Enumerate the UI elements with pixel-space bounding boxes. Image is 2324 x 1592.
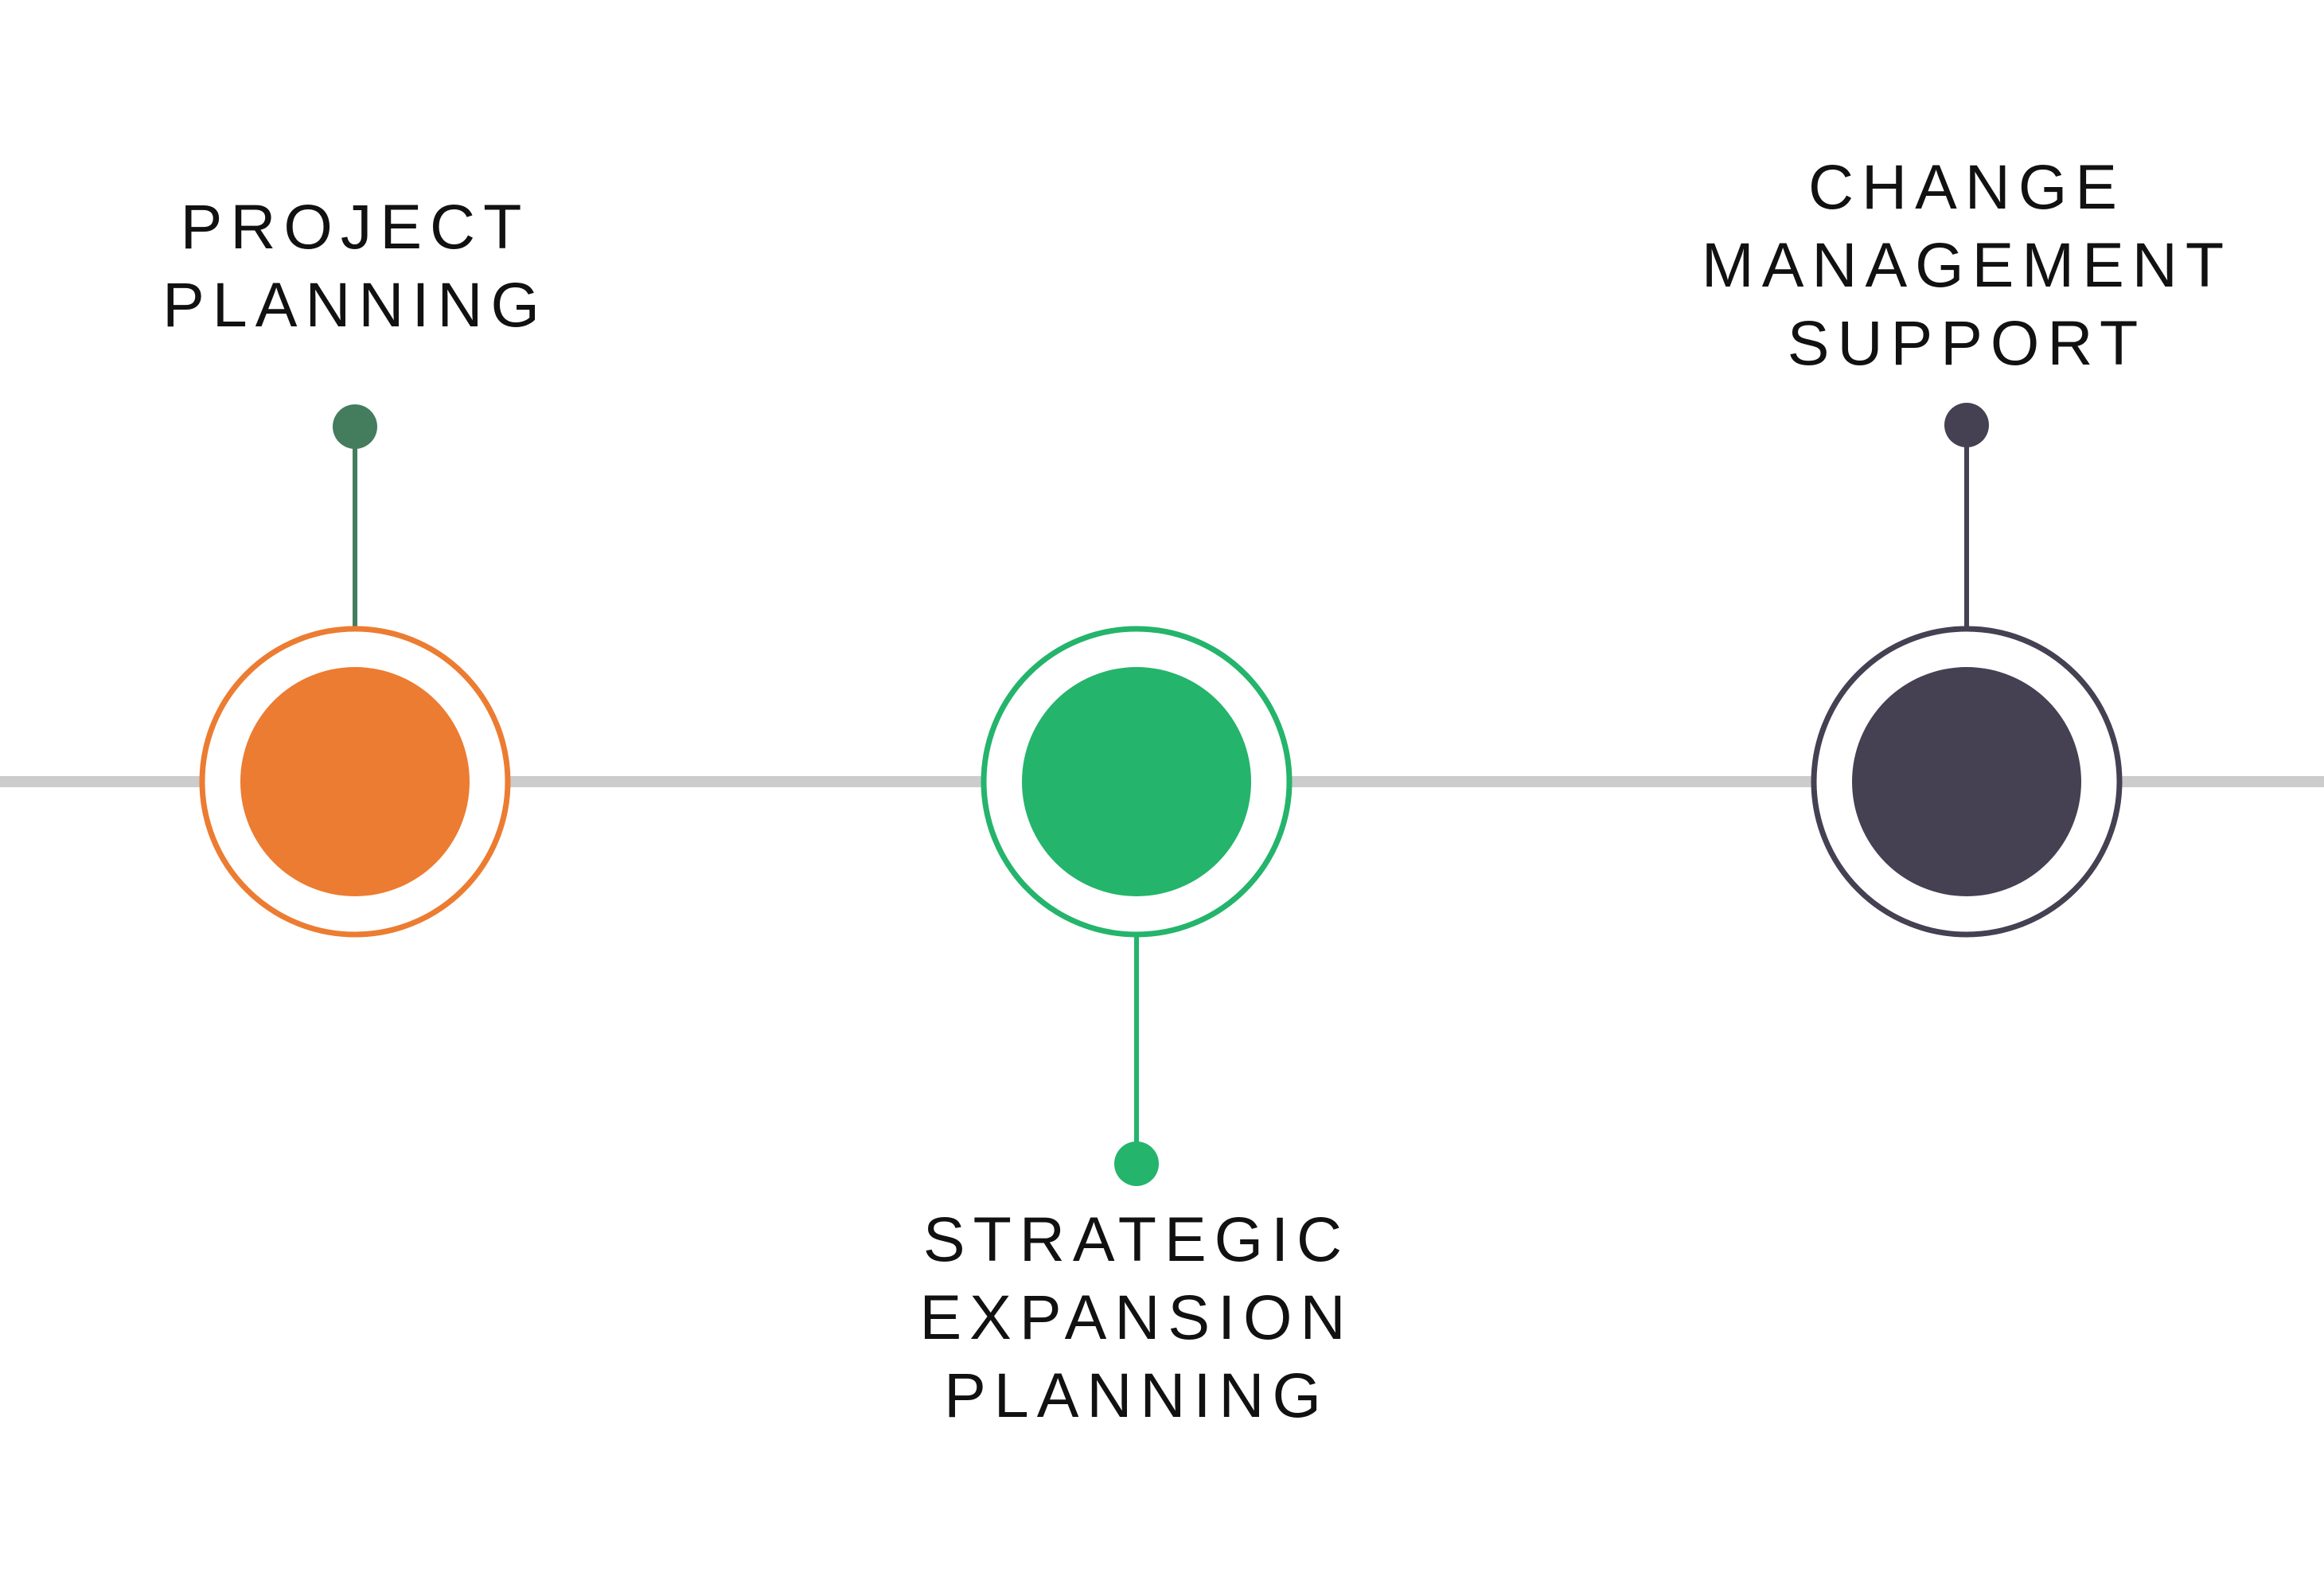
milestone-1-label-line-2: PLANNING bbox=[162, 269, 548, 340]
milestone-2-label-line-2: EXPANSION bbox=[919, 1282, 1354, 1352]
milestone-2-label-line-3: PLANNING bbox=[944, 1360, 1329, 1430]
milestone-strategic-expansion-planning bbox=[981, 626, 1293, 1186]
milestone-3-label-line-2: MANAGEMENT bbox=[1701, 229, 2232, 300]
milestone-project-planning bbox=[199, 404, 511, 938]
milestone-2-inner-circle bbox=[1022, 667, 1251, 896]
milestone-2-connector-dot bbox=[1114, 1141, 1159, 1186]
milestone-3-connector-dot bbox=[1944, 403, 1989, 447]
milestone-3-label-line-1: CHANGE bbox=[1808, 151, 2125, 222]
milestone-3-inner-circle bbox=[1852, 667, 2081, 896]
milestone-3-label-line-3: SUPPORT bbox=[1787, 307, 2147, 378]
milestone-1-label: PROJECT PLANNING bbox=[0, 188, 713, 344]
milestone-1-label-line-1: PROJECT bbox=[180, 191, 530, 262]
milestone-change-management-support bbox=[1811, 403, 2123, 938]
milestone-1-inner-circle bbox=[240, 667, 470, 896]
milestone-2-label: STRATEGIC EXPANSION PLANNING bbox=[778, 1200, 1495, 1434]
milestone-1-connector-dot bbox=[333, 404, 377, 449]
milestone-2-label-line-1: STRATEGIC bbox=[922, 1204, 1351, 1274]
milestone-3-label: CHANGE MANAGEMENT SUPPORT bbox=[1608, 148, 2324, 382]
